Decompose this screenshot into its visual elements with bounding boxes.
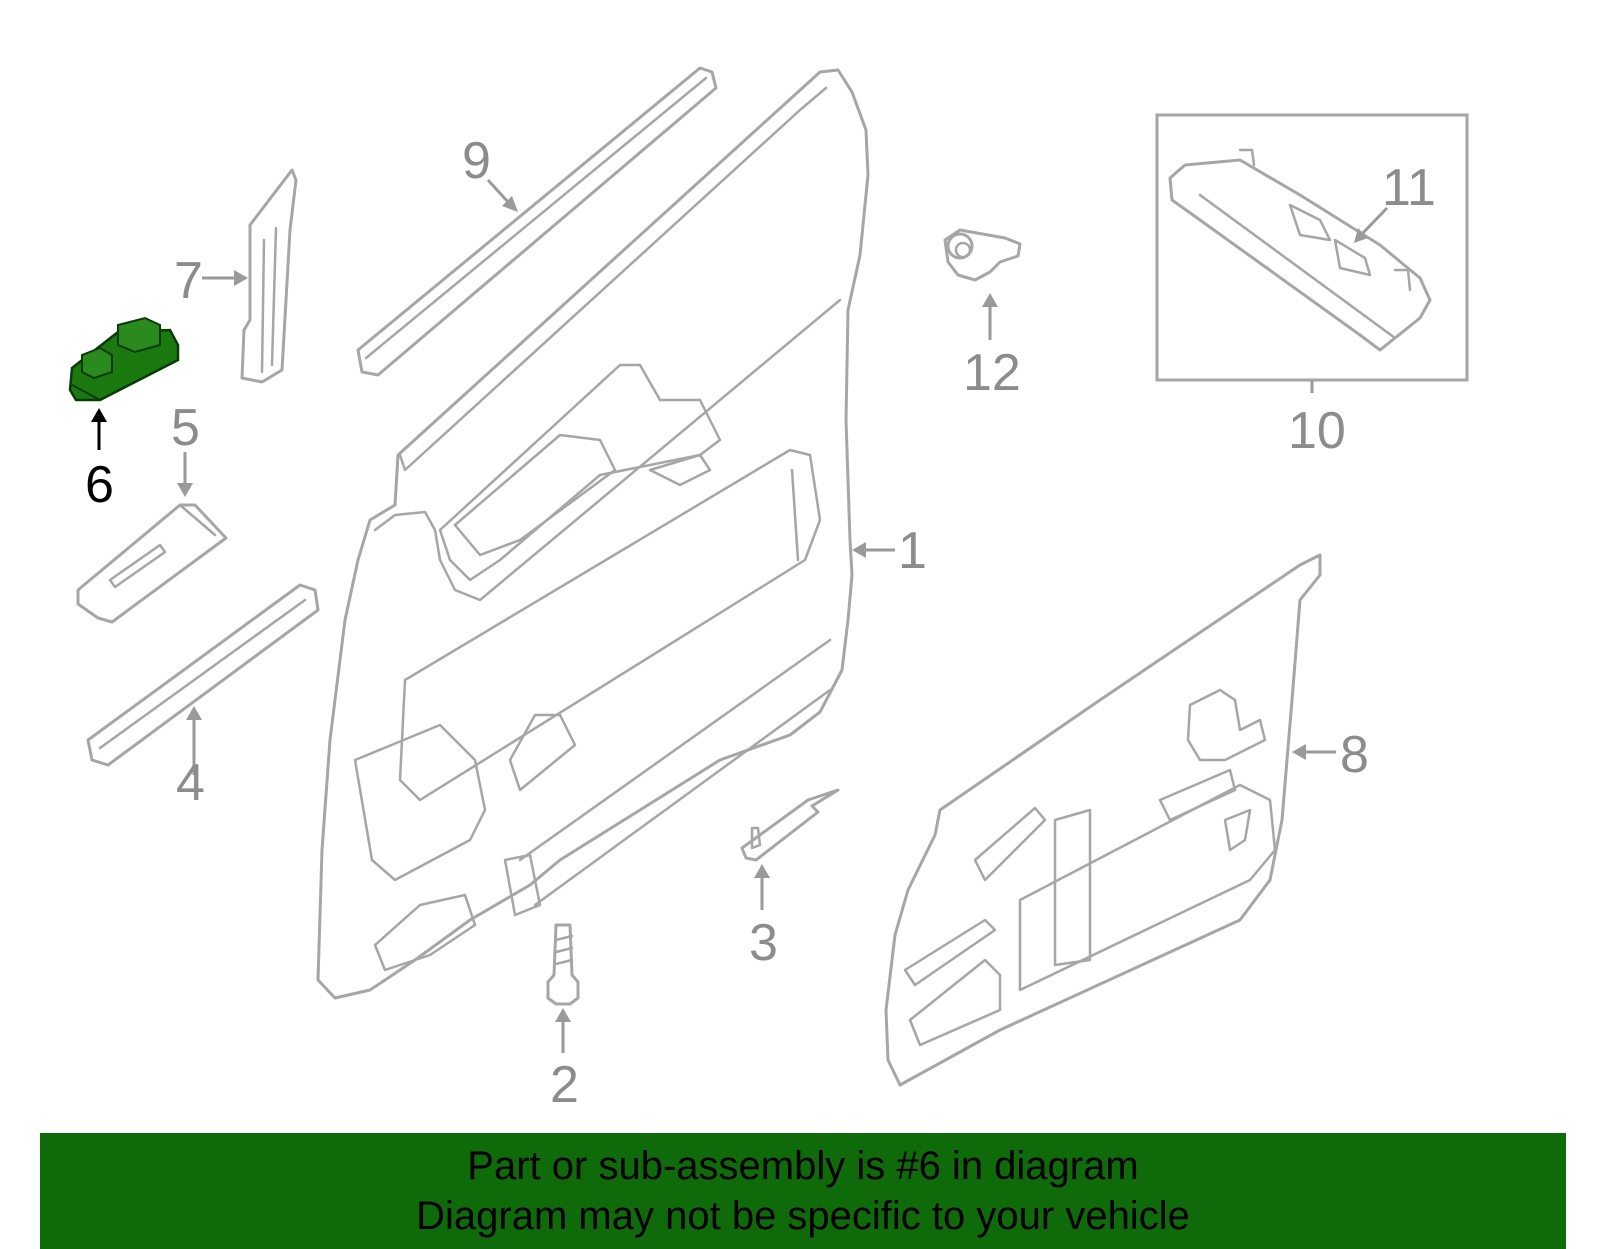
- callout-9: 9: [462, 132, 491, 190]
- part-4-armrest-strip: [86, 583, 320, 767]
- part-6-window-switch: [68, 316, 180, 402]
- part-2-clip: [546, 923, 580, 1006]
- banner-line-1: Part or sub-assembly is #6 in diagram: [467, 1144, 1139, 1188]
- arrow-3: [754, 864, 770, 910]
- callout-3: 3: [749, 914, 778, 972]
- callout-1: 1: [898, 522, 927, 580]
- arrow-8: [1292, 744, 1336, 760]
- part-9-weatherstrip: [356, 66, 718, 377]
- callout-11: 11: [1382, 159, 1436, 217]
- part-5-switch-bezel: [76, 503, 228, 624]
- arrow-2: [555, 1008, 571, 1053]
- arrow-6: [91, 408, 107, 450]
- part-12-clip: [943, 228, 1022, 282]
- part-8-panel-insert: [884, 553, 1322, 1087]
- arrow-4: [186, 706, 202, 775]
- callout-7: 7: [174, 252, 203, 310]
- callout-8: 8: [1340, 726, 1369, 784]
- part-7-trim-piece: [240, 168, 298, 384]
- callout-10: 10: [1288, 402, 1346, 460]
- part-11-handle-assembly: [1168, 148, 1432, 352]
- arrow-11: [1354, 206, 1389, 243]
- part-10-box: [1155, 113, 1469, 393]
- info-banner: Part or sub-assembly is #6 in diagram Di…: [40, 1133, 1566, 1249]
- banner-line-2: Diagram may not be specific to your vehi…: [416, 1194, 1190, 1238]
- arrow-5: [177, 452, 193, 497]
- arrow-9: [486, 178, 518, 212]
- callout-4: 4: [176, 754, 205, 812]
- callout-5: 5: [171, 399, 200, 457]
- arrow-1: [852, 542, 895, 558]
- callout-2: 2: [550, 1056, 579, 1114]
- callout-12: 12: [963, 344, 1021, 402]
- part-1-door-trim-panel: [316, 68, 870, 1000]
- arrow-12: [982, 293, 998, 340]
- callout-6: 6: [85, 456, 114, 514]
- part-3-bracket: [740, 788, 840, 862]
- arrow-7: [202, 270, 248, 286]
